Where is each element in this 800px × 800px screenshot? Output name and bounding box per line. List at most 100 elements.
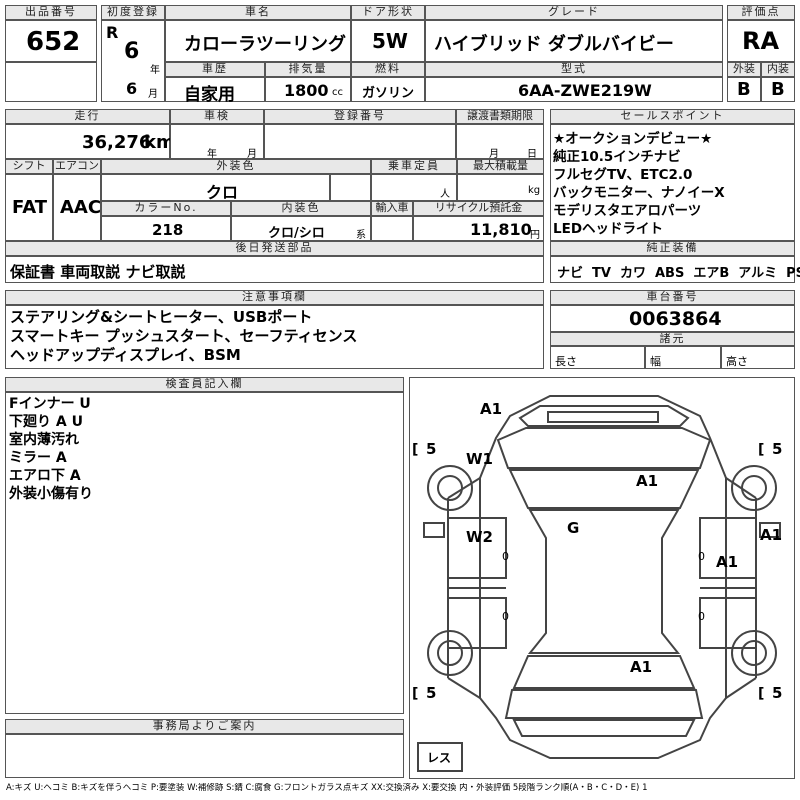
grade-cell: ハイブリッド ダブルバイビー — [425, 20, 723, 62]
max-load-cell: kg — [457, 174, 544, 201]
inspector-line: ミラー A — [9, 450, 67, 466]
inspector-line: 室内薄汚れ — [9, 432, 79, 448]
notes-list: ステアリング&シートヒーター、USBポート スマートキー プッシュスタート、セー… — [10, 308, 357, 365]
left-front-door — [448, 517, 507, 579]
interior-cell: B — [761, 77, 795, 102]
exterior-cell: B — [727, 77, 761, 102]
recycle-fee: 11,810 — [470, 220, 532, 239]
width-cell: 幅 — [645, 346, 721, 369]
reg-year-unit: 年 — [150, 65, 160, 76]
gauge-zero: 0 — [698, 550, 705, 563]
int-color-cell: クロ/シロ 系 — [231, 216, 371, 241]
mileage-label: 走行 — [5, 109, 170, 124]
grade: ハイブリッド ダブルバイビー — [434, 34, 674, 55]
insp-month-unit: 月 — [247, 149, 257, 160]
front-left-wheel-inner — [437, 475, 463, 501]
roof — [527, 509, 681, 654]
door: 5W — [372, 29, 408, 53]
transfer-label: 譲渡書類期限 — [456, 109, 544, 124]
mileage-cell: 36,276 km — [5, 124, 175, 159]
exterior-grade: B — [737, 79, 751, 100]
inspector-line: 外装小傷有り — [9, 486, 93, 502]
mileage-unit: km — [144, 132, 175, 153]
equipment-item: ナビ — [557, 266, 584, 281]
inspection-label: 車検 — [170, 109, 264, 124]
mark-windshield: G — [567, 519, 580, 537]
reg-no-label: 登録番号 — [264, 109, 456, 124]
import-cell — [371, 216, 413, 241]
capacity-label: 乗車定員 — [371, 159, 457, 174]
office-label: 事務局よりご案内 — [5, 719, 404, 734]
later-parts: 保証書 車両取説 ナビ取説 — [10, 263, 186, 281]
left-rear-fender — [447, 677, 481, 699]
model-cell: カローラツーリング — [165, 20, 351, 62]
length-label: 長さ — [555, 355, 577, 368]
sales-point-line: LEDヘッドライト — [553, 221, 664, 237]
transfer-day-unit: 日 — [527, 149, 537, 160]
equipment-item: ABS — [654, 266, 685, 281]
note-line: スマートキー プッシュスタート、セーフティセンス — [10, 327, 358, 345]
gauge-zero: 0 — [502, 610, 509, 623]
transfer-month-unit: 月 — [489, 149, 499, 160]
tire-fr-bracket: [ — [758, 442, 764, 458]
equipment-item: カワ — [619, 266, 646, 281]
first-reg-cell: R 6 年 6 月 — [101, 20, 165, 102]
tire-fl-bracket: [ — [412, 442, 418, 458]
capacity-cell: 人 — [371, 174, 457, 201]
displacement-unit: cc — [332, 87, 343, 98]
tire-fr: 5 — [772, 440, 783, 458]
reg-month-unit: 月 — [148, 89, 158, 100]
right-rear-fender — [725, 677, 757, 699]
inspector-line: Fインナー U — [9, 396, 91, 412]
sales-points-list: ★オークションデビュー★ 純正10.5インチナビ フルセグTV、ETC2.0 バ… — [553, 130, 725, 238]
equipment-cell: ナビTVカワABSエアBアルミPSPW — [550, 256, 800, 283]
shift: FAT — [12, 197, 48, 218]
transfer-cell: 月 日 — [456, 124, 544, 160]
chassis-cell: 0063864 — [550, 305, 795, 332]
exterior-label: 外装 — [727, 62, 761, 77]
spare-box — [417, 742, 463, 772]
inspector-line: エアロ下 A — [9, 468, 81, 484]
color-cell: クロ — [101, 174, 330, 202]
history-label: 車歴 — [165, 62, 265, 77]
grille — [547, 411, 659, 423]
sales-point-line: ★オークションデビュー★ — [553, 131, 713, 147]
height-label: 高さ — [726, 355, 748, 368]
score: RA — [742, 27, 780, 55]
score-cell: RA — [727, 20, 795, 62]
type-label: 型式 — [425, 62, 723, 77]
left-mirror — [423, 522, 445, 538]
office-cell — [5, 734, 404, 778]
rear-bumper — [512, 719, 696, 737]
insp-year-unit: 年 — [207, 149, 217, 160]
door-cell: 5W — [351, 20, 425, 62]
gauge-zero: 0 — [698, 610, 705, 623]
mileage: 36,276 — [82, 132, 152, 153]
rear-left-wheel — [427, 630, 473, 676]
note-line: ステアリング&シートヒーター、USBポート — [10, 308, 313, 326]
later-parts-label: 後日発送部品 — [5, 241, 544, 256]
reg-no-cell — [264, 124, 456, 159]
grade-label: グレード — [425, 5, 723, 20]
interior-label: 内装 — [761, 62, 795, 77]
score-label: 評価点 — [727, 5, 795, 20]
color-no-cell: 218 — [101, 216, 231, 241]
equipment-item: TV — [592, 266, 611, 281]
dims-label: 諸元 — [550, 332, 795, 346]
displacement-label: 排気量 — [265, 62, 351, 77]
rear-left-wheel-inner — [437, 640, 463, 666]
history: 自家用 — [184, 85, 235, 105]
front-right-wheel — [731, 465, 777, 511]
mark-right-mirror: A1 — [760, 526, 783, 544]
fuel-label: 燃料 — [351, 62, 425, 77]
left-rear-door — [448, 597, 507, 649]
model: カローラツーリング — [184, 34, 346, 55]
equipment-item: エアB — [693, 266, 730, 281]
inspector-line: 下廻り A U — [9, 414, 83, 430]
tailgate — [504, 689, 704, 719]
note-line: ヘッドアップディスプレイ、BSM — [10, 346, 241, 364]
mark-front-bumper: A1 — [480, 400, 503, 418]
right-mirror — [759, 522, 781, 538]
front-bumper — [518, 405, 690, 427]
